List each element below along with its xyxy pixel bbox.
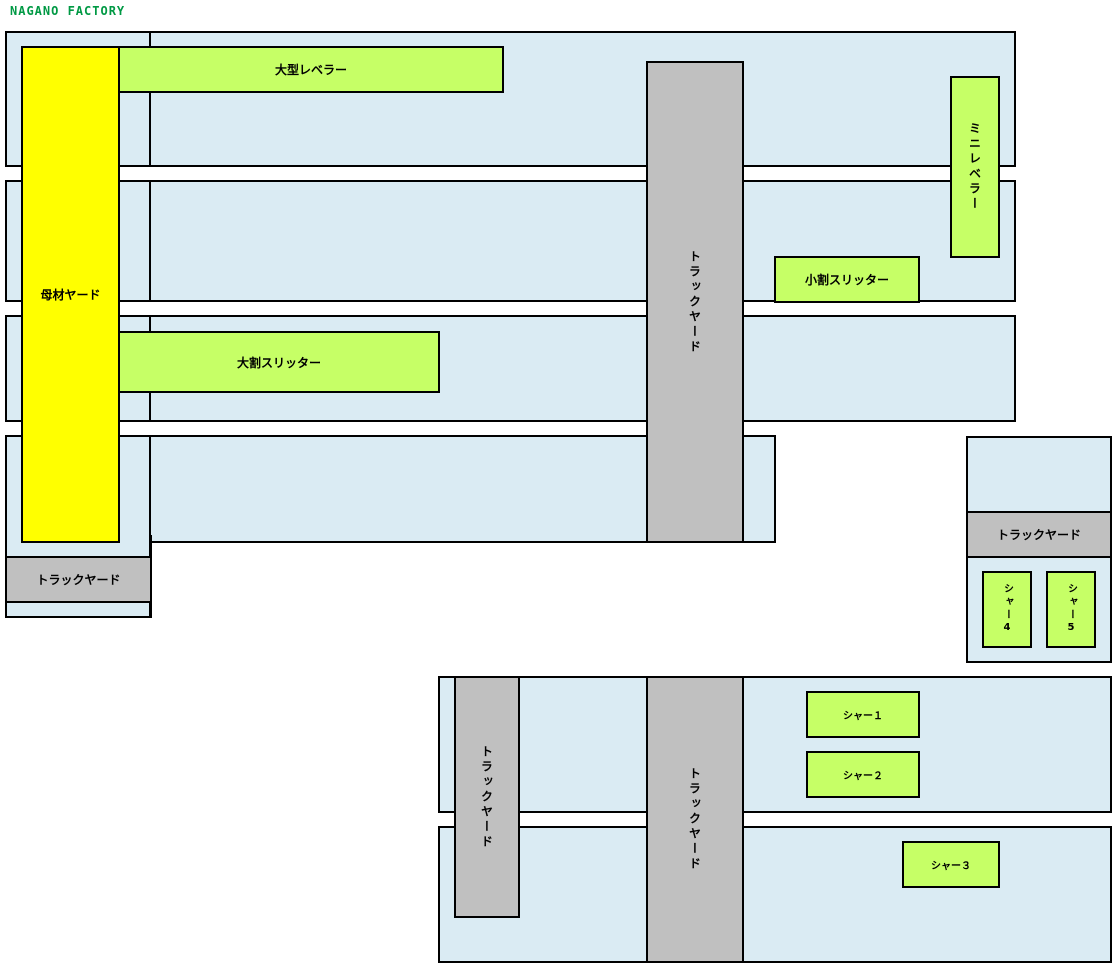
shear-2[interactable]: シャー２ — [806, 751, 920, 798]
mini-leveler-label: ミニレベラー — [967, 122, 982, 212]
material-yard-label: 母材ヤード — [40, 288, 101, 302]
track-yard-main[interactable]: トラックヤード — [646, 61, 744, 543]
shear-3[interactable]: シャー３ — [902, 841, 1000, 888]
small-slitter[interactable]: 小割スリッター — [774, 256, 920, 303]
factory-title: NAGANO FACTORY — [10, 4, 126, 18]
track-yard-bottom-left[interactable]: トラックヤード — [454, 676, 520, 918]
track-yard-main-label: トラックヤード — [687, 249, 702, 355]
shear-4[interactable]: シャー4 — [982, 571, 1032, 648]
track-yard-right-label: トラックヤード — [996, 528, 1081, 542]
large-leveler-label: 大型レベラー — [274, 63, 347, 77]
track-yard-bottom-mid-label: トラックヤード — [687, 767, 702, 872]
divider-line — [149, 180, 151, 302]
small-slitter-label: 小割スリッター — [804, 273, 889, 287]
shear-1-label: シャー１ — [843, 711, 883, 722]
large-leveler[interactable]: 大型レベラー — [118, 46, 504, 93]
shear-3-label: シャー３ — [931, 861, 971, 872]
mini-leveler[interactable]: ミニレベラー — [950, 76, 1000, 258]
track-yard-bottom-left-label: トラックヤード — [479, 744, 494, 850]
track-yard-bottom-mid[interactable]: トラックヤード — [646, 676, 744, 963]
building-bottom-2 — [438, 826, 1112, 963]
divider-line — [149, 31, 151, 167]
track-yard-left[interactable]: トラックヤード — [5, 556, 152, 603]
shear-5[interactable]: シャー5 — [1046, 571, 1096, 648]
track-yard-right[interactable]: トラックヤード — [966, 511, 1112, 558]
shear-1[interactable]: シャー１ — [806, 691, 920, 738]
shear-4-label: シャー4 — [1001, 583, 1013, 636]
building-bottom-1 — [438, 676, 1112, 813]
large-slitter[interactable]: 大割スリッター — [118, 331, 440, 393]
material-yard[interactable]: 母材ヤード — [21, 46, 120, 543]
shear-5-label: シャー5 — [1065, 583, 1077, 636]
shear-2-label: シャー２ — [843, 771, 883, 782]
divider-line — [149, 435, 151, 618]
track-yard-left-label: トラックヤード — [36, 573, 121, 587]
large-slitter-label: 大割スリッター — [236, 355, 321, 370]
